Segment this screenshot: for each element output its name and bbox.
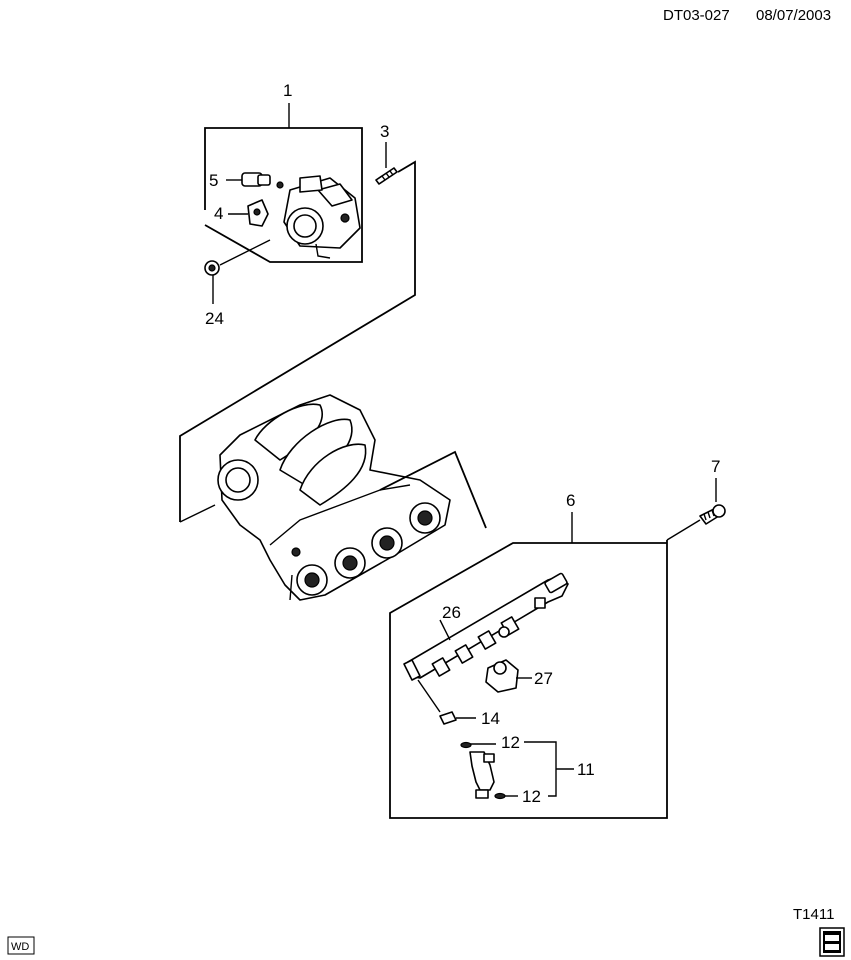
retainer-clip bbox=[439, 711, 476, 725]
iac-valve bbox=[241, 172, 284, 189]
tps-sensor bbox=[247, 199, 269, 227]
throttle-body bbox=[283, 175, 361, 259]
document-id: DT03-027 bbox=[663, 7, 730, 24]
callout-12-top: 12 bbox=[501, 733, 520, 752]
throttle-body-group bbox=[179, 103, 416, 522]
wd-badge: WD bbox=[7, 936, 35, 955]
intake-manifold bbox=[179, 394, 451, 601]
callout-14: 14 bbox=[481, 709, 500, 728]
fuel-injector bbox=[460, 741, 506, 800]
callout-4: 4 bbox=[214, 204, 223, 223]
callout-3: 3 bbox=[380, 122, 389, 141]
callout-26: 26 bbox=[442, 603, 461, 622]
gm-spo-logo bbox=[819, 927, 845, 957]
callout-1: 1 bbox=[283, 81, 292, 100]
fuel-rail bbox=[403, 572, 569, 681]
callout-24: 24 bbox=[205, 309, 224, 328]
stud-3 bbox=[375, 167, 398, 185]
pressure-regulator bbox=[485, 659, 532, 693]
nut-24 bbox=[204, 260, 220, 276]
callout-6: 6 bbox=[566, 491, 575, 510]
group-leader-manifold bbox=[179, 160, 416, 522]
callout-12-bottom: 12 bbox=[522, 787, 541, 806]
bolt-7 bbox=[699, 504, 726, 525]
group-bracket-6 bbox=[389, 540, 668, 819]
callout-7: 7 bbox=[711, 457, 720, 476]
callout-27: 27 bbox=[534, 669, 553, 688]
callout-11: 11 bbox=[577, 760, 595, 779]
svg-text:WD: WD bbox=[11, 941, 29, 953]
group-bracket-1 bbox=[204, 127, 363, 263]
figure-code: T1411 bbox=[793, 906, 834, 923]
callout-5: 5 bbox=[209, 171, 218, 190]
manifold-leader bbox=[379, 450, 487, 529]
fuel-rail-group bbox=[389, 478, 726, 819]
document-date: 08/07/2003 bbox=[756, 7, 831, 24]
